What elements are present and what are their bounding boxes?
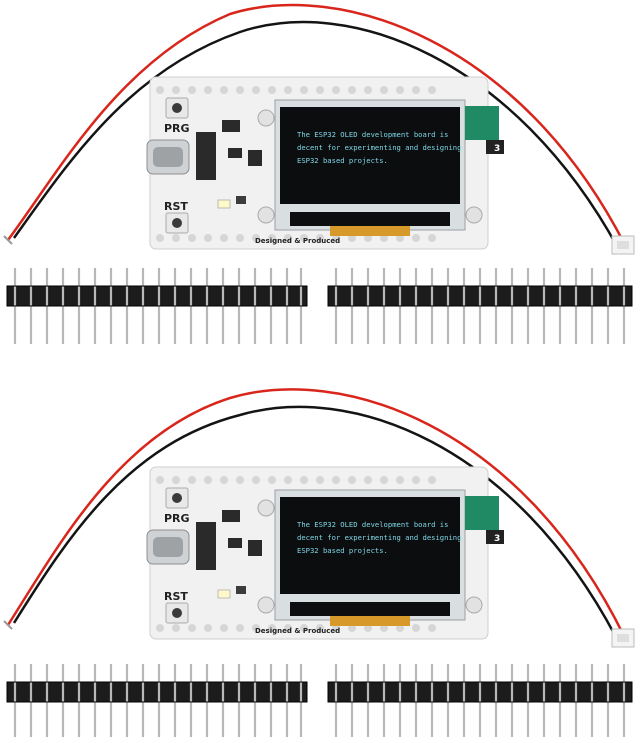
header-strip-right [327, 268, 633, 344]
rst-label: RST [164, 200, 188, 213]
black-wire [12, 405, 620, 642]
rst-label: RST [164, 590, 188, 603]
silkscreen-text: Designed & Produced [255, 627, 340, 635]
antenna [465, 106, 499, 140]
red-wire [6, 3, 627, 246]
oled-line-2: decent for experimenting and designing [297, 143, 461, 152]
antenna-label: 3 [494, 144, 500, 154]
prg-label: PRG [164, 122, 190, 135]
oled-line-3: ESP32 based projects. [297, 546, 388, 555]
red-wire [6, 388, 627, 639]
prg-label: PRG [164, 512, 190, 525]
black-wire [12, 20, 620, 249]
antenna-label: 3 [494, 534, 500, 544]
header-strip-left [6, 664, 308, 737]
usb-chip [196, 522, 216, 570]
board-kit-2: PRG RST The ESP32 OLED development board… [0, 373, 640, 743]
usb-chip [196, 132, 216, 180]
pin-holes-top [156, 86, 436, 94]
pin-holes-bottom [156, 624, 436, 632]
flex-cable [330, 616, 410, 626]
oled-screen [280, 107, 460, 204]
oled-screen [280, 497, 460, 594]
oled-line-1: The ESP32 OLED development board is [297, 130, 448, 139]
antenna [465, 496, 499, 530]
header-strip-right [327, 664, 633, 737]
flex-cable [330, 226, 410, 236]
board-kit-1: PRG RST The ESP32 OLED development board… [0, 0, 640, 370]
oled-line-1: The ESP32 OLED development board is [297, 520, 448, 529]
header-strip-left [6, 268, 308, 344]
oled-line-2: decent for experimenting and designing [297, 533, 461, 542]
pin-holes-top [156, 476, 436, 484]
silkscreen-text: Designed & Produced [255, 237, 340, 245]
oled-line-3: ESP32 based projects. [297, 156, 388, 165]
kit-illustration: PRG RST The ESP32 OLED development board… [3, 388, 635, 737]
kit-illustration: PRG RST The ESP32 OLED development board… [3, 3, 635, 344]
